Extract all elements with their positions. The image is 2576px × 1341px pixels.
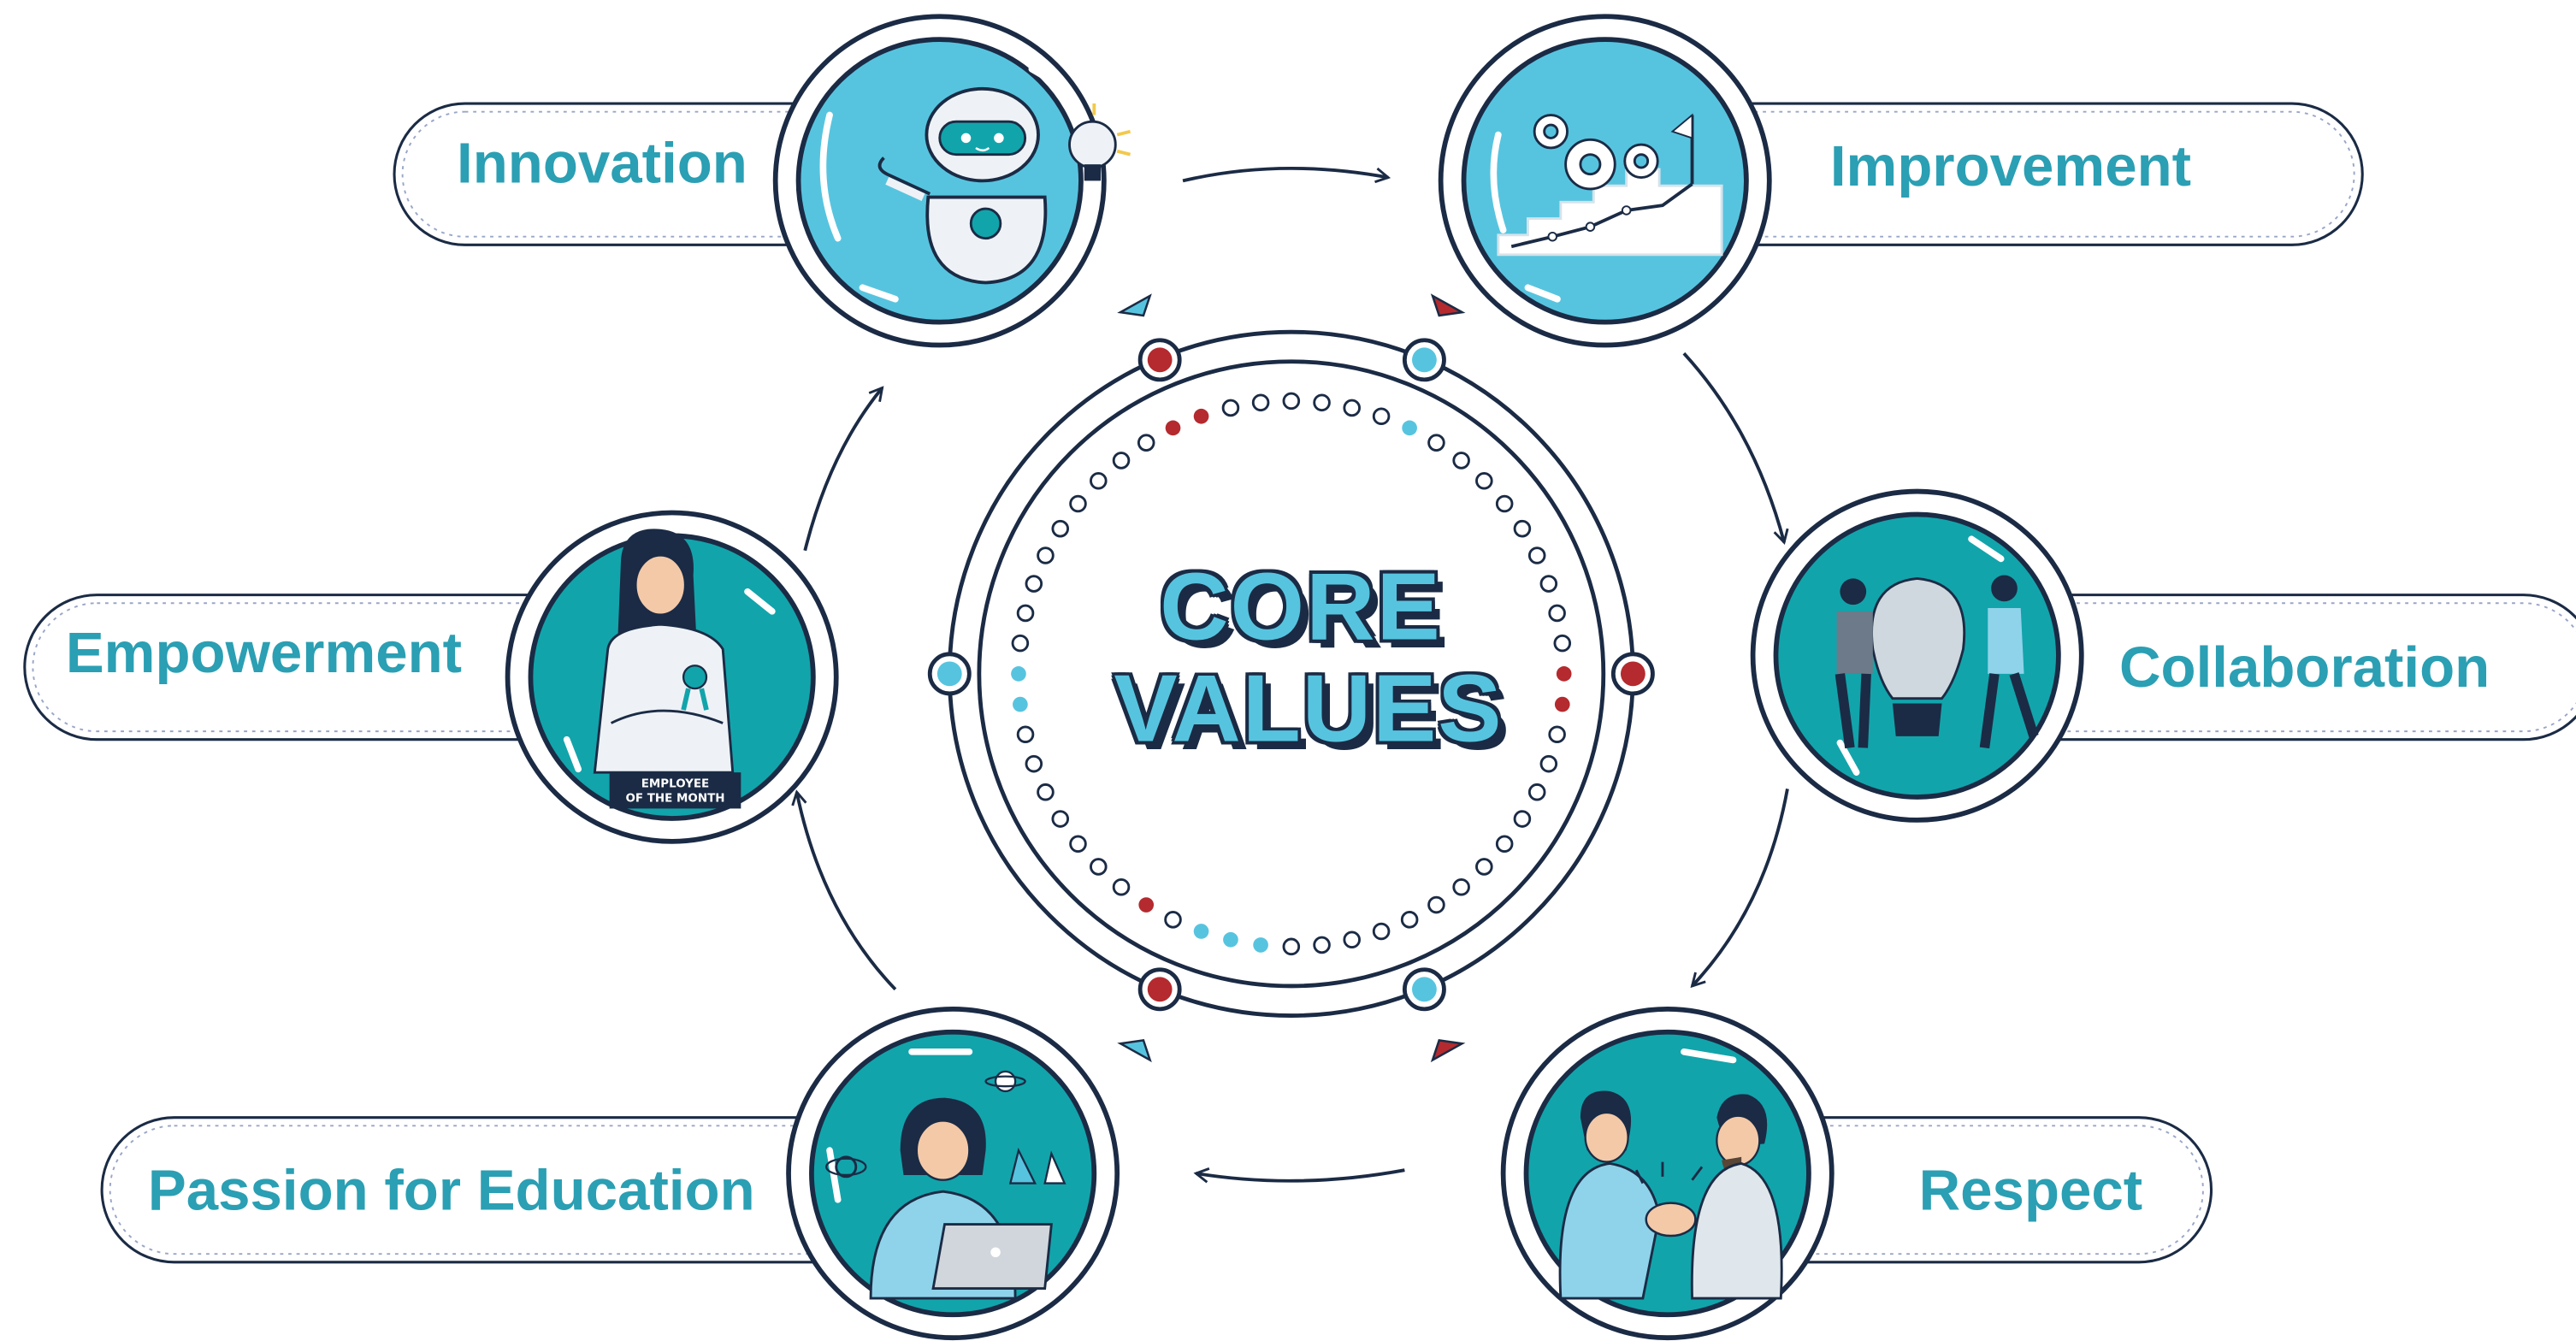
collaboration-label: Collaboration [2118, 635, 2490, 700]
ring-dot [1051, 519, 1070, 538]
ring-dot [1090, 858, 1108, 876]
passion-illustration [786, 1006, 1120, 1341]
ring-dot [1282, 937, 1301, 956]
ring-dot [1138, 897, 1155, 913]
arrow-empowerment-to-innovation [803, 386, 884, 552]
improvement-illustration [1438, 14, 1772, 348]
respect-illustration [1500, 1006, 1835, 1341]
ring-dot [1372, 922, 1391, 941]
ring-dot [1527, 546, 1546, 564]
improvement-label: Improvement [1829, 134, 2192, 199]
innovation-label: Innovation [457, 131, 747, 196]
ring-dot [1223, 931, 1238, 948]
ring-dot [1452, 877, 1470, 896]
respect-label: Respect [1918, 1158, 2143, 1223]
arrow-innovation-to-improvement [1182, 166, 1391, 184]
ring-dot [1112, 452, 1131, 470]
ring-dot [1553, 634, 1572, 653]
ring-dot [1137, 434, 1155, 452]
passion-label: Passion for Education [147, 1158, 755, 1223]
ring-dot [1069, 835, 1087, 854]
empowerment-label: Empowerment [65, 621, 463, 686]
ring-dot [1051, 810, 1070, 828]
empowerment-illustration: EMPLOYEE OF THE MONTH [505, 510, 839, 844]
ring-dot [1539, 754, 1558, 773]
ring-dot [1025, 754, 1043, 773]
label-pills [23, 102, 2576, 1264]
ring-dot [1513, 519, 1532, 538]
dotted-ring [1011, 392, 1572, 956]
core-title-line2: VALUES [1114, 655, 1504, 763]
arrow-improvement-to-collaboration [1682, 351, 1789, 545]
ring-dot [1037, 783, 1055, 801]
ring-dot [1016, 725, 1035, 744]
ring-dot [1402, 420, 1417, 436]
ring-dot [1253, 937, 1268, 953]
ring-dot [1090, 471, 1108, 490]
arrow-collaboration-to-respect [1690, 789, 1789, 989]
ring-dot [1069, 494, 1087, 513]
ring-dot [1527, 783, 1546, 801]
ring-dot [1011, 666, 1026, 682]
core-title-line1: CORE [1160, 553, 1442, 661]
badge-line1: EMPLOYEE [641, 777, 710, 790]
ring-dot [1427, 895, 1445, 914]
ring-dot [1539, 575, 1558, 593]
ring-dot [1025, 575, 1043, 593]
ring-dot [1495, 835, 1514, 854]
ring-dot [1016, 604, 1035, 623]
innovation-illustration [772, 14, 1131, 348]
ring-dot [1037, 546, 1055, 564]
ring-dot [1313, 393, 1331, 412]
triangle-markers [1117, 293, 1466, 1063]
arrow-passion-to-empowerment [791, 789, 897, 991]
ring-dot [1112, 877, 1131, 896]
ring-dot [1548, 725, 1566, 744]
flow-arrows [791, 166, 1789, 1184]
ring-dot [1282, 392, 1301, 411]
ring-dot [1556, 666, 1572, 682]
center-ring [927, 329, 1655, 1018]
ring-dot [1011, 634, 1030, 653]
ring-dot [1165, 420, 1181, 436]
ring-dot [1513, 810, 1532, 828]
ring-dot [1554, 696, 1570, 712]
ring-dot [1013, 696, 1028, 712]
arrow-respect-to-passion [1193, 1167, 1405, 1184]
ring-dot [1427, 434, 1445, 452]
ring-dot [1251, 393, 1270, 412]
ring-dot [1221, 399, 1240, 417]
ring-nodes [927, 338, 1655, 1012]
ring-dot [1452, 452, 1470, 470]
ring-dot [1343, 399, 1361, 417]
ring-dot [1164, 911, 1182, 929]
ring-dot [1495, 494, 1514, 513]
ring-dot [1193, 408, 1209, 424]
ring-dot [1372, 407, 1391, 426]
badge-line2: OF THE MONTH [625, 793, 724, 806]
ring-dot [1475, 858, 1493, 876]
ring-dot [1400, 911, 1419, 929]
ring-dot [1475, 471, 1493, 490]
ring-dot [1193, 924, 1209, 939]
ring-dot [1313, 936, 1331, 954]
ring-dot [1548, 604, 1566, 623]
collaboration-illustration [1750, 488, 2084, 823]
ring-dot [1343, 930, 1361, 949]
